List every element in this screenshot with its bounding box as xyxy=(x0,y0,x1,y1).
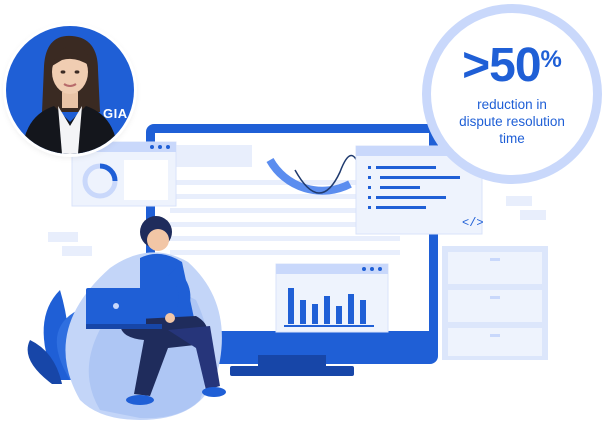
assistant-portrait xyxy=(22,35,118,154)
stat-caption-line: reduction in xyxy=(477,96,547,112)
donut-chart-icon xyxy=(82,163,118,199)
code-brackets-icon: </> xyxy=(462,216,484,230)
deco-bar xyxy=(520,210,546,220)
cabinet xyxy=(442,246,548,360)
laptop-icon xyxy=(86,288,162,329)
code-window: </> xyxy=(355,145,484,235)
deco-bar xyxy=(62,246,92,256)
assistant-avatar: GIA xyxy=(6,26,134,154)
person xyxy=(86,216,226,405)
bar-chart-icon xyxy=(284,288,374,327)
stat-value: >50% xyxy=(462,38,562,92)
stat-caption-line: time xyxy=(499,130,525,146)
stat-badge: >50% reduction in dispute resolution tim… xyxy=(422,4,602,184)
stat-number: >50 xyxy=(462,38,541,92)
stat-caption: reduction in dispute resolution time xyxy=(447,96,577,147)
assistant-name: GIA xyxy=(103,106,128,121)
stat-unit: % xyxy=(540,45,562,73)
donut-panel xyxy=(71,141,177,207)
stat-caption-line: dispute resolution xyxy=(459,113,565,129)
deco-bar xyxy=(48,232,78,242)
bar-chart-window xyxy=(275,263,389,333)
deco-bar xyxy=(506,196,532,206)
